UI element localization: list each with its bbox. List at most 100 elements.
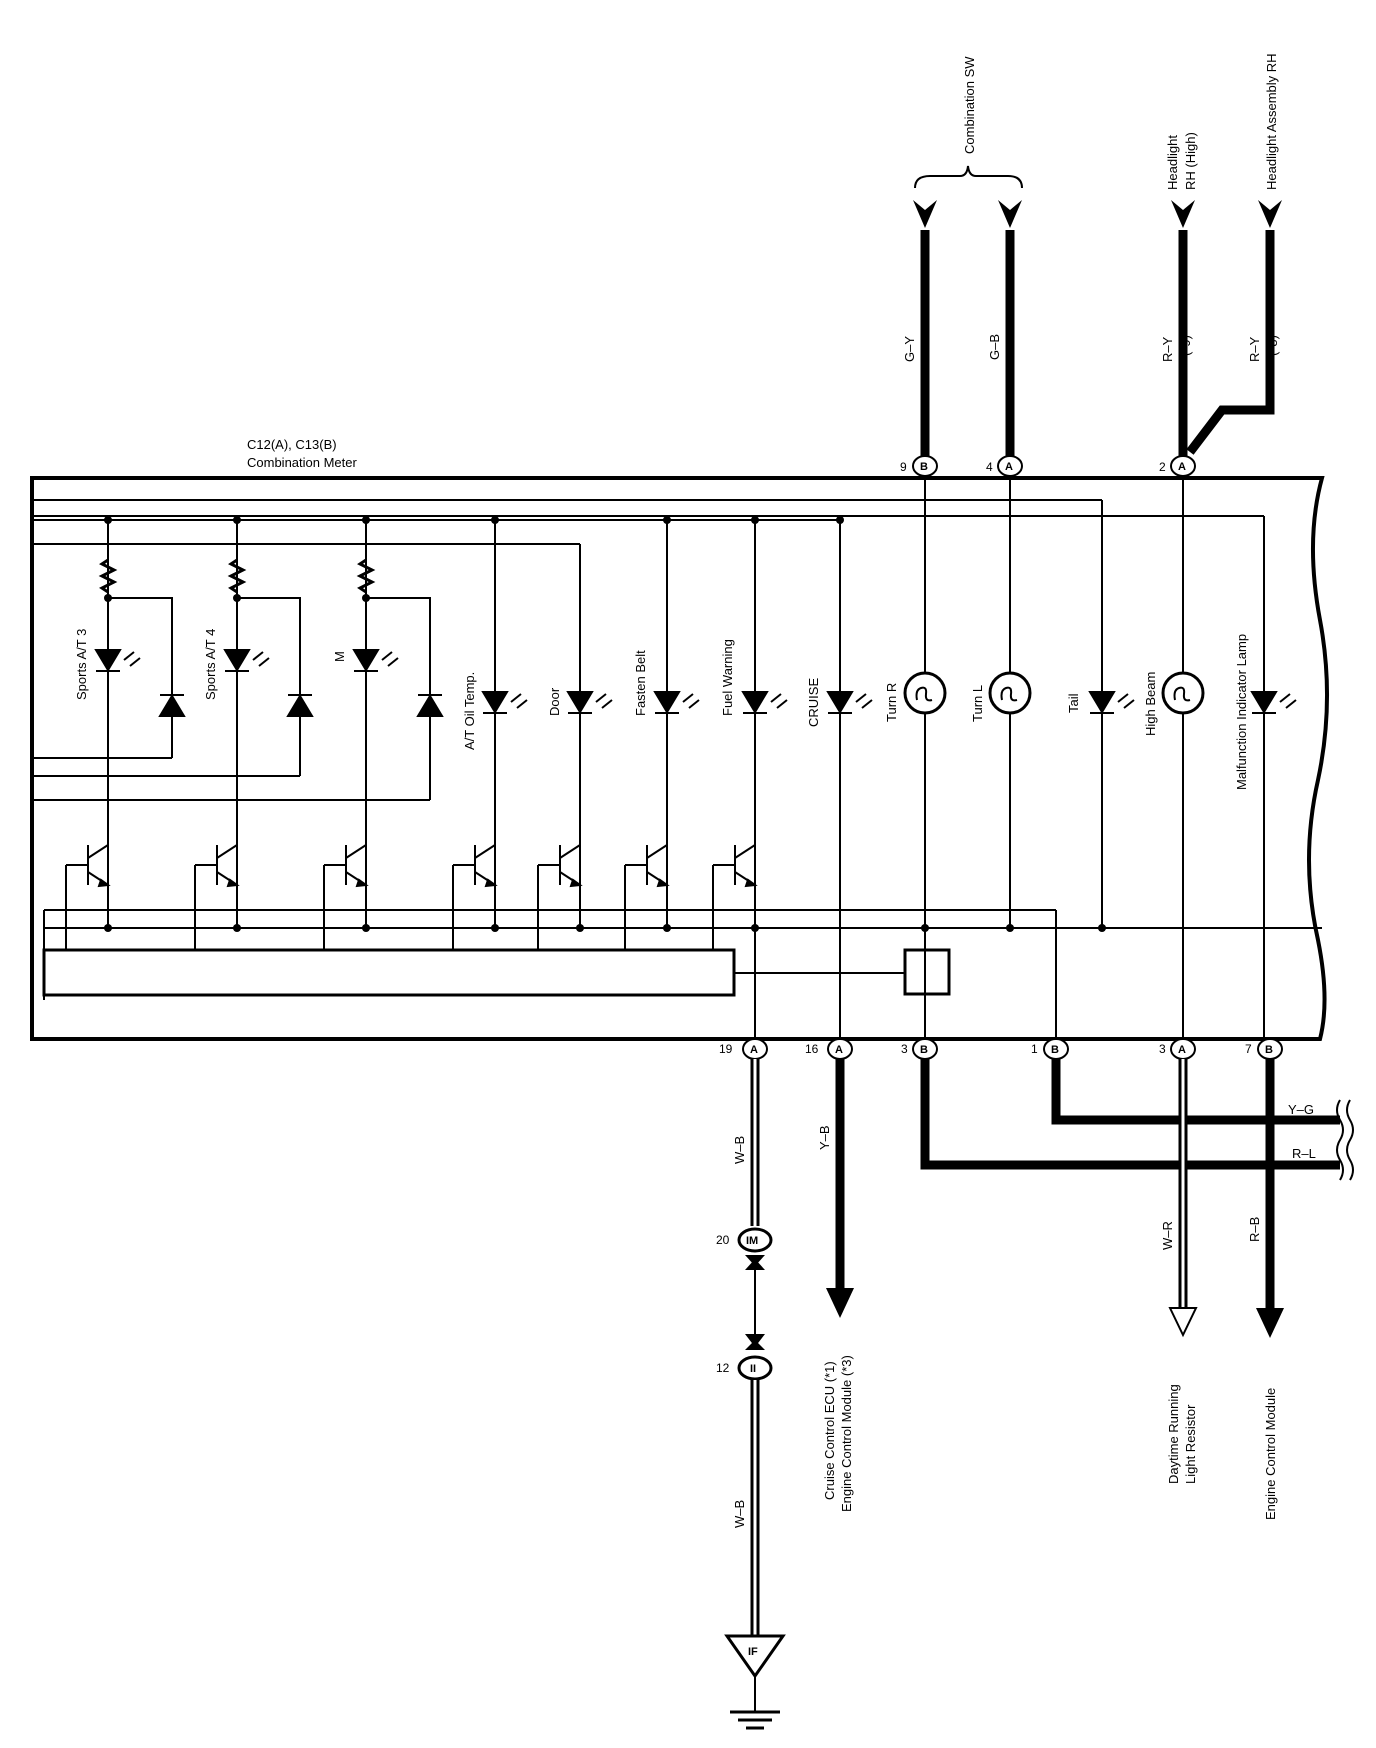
dest-cruise-2: Engine Control Module (*3) bbox=[839, 1355, 854, 1512]
svg-text:B: B bbox=[1265, 1044, 1273, 1056]
ground-icon: IF bbox=[724, 1634, 786, 1730]
wire-label-rl: R–L bbox=[1292, 1146, 1316, 1161]
led-symbols bbox=[94, 649, 1297, 714]
svg-text:B: B bbox=[1051, 1044, 1059, 1056]
diode-m-icon bbox=[416, 694, 444, 717]
led-door-icon bbox=[566, 691, 594, 714]
bulb-high-beam-icon bbox=[1161, 671, 1205, 715]
diode-sports3-icon bbox=[158, 694, 186, 717]
transistor-2-icon bbox=[194, 844, 240, 950]
combination-meter-box bbox=[30, 476, 1330, 1041]
top-arrows bbox=[913, 200, 1282, 228]
svg-text:II: II bbox=[750, 1363, 756, 1375]
svg-text:2: 2 bbox=[1159, 460, 1166, 474]
svg-text:A: A bbox=[1178, 461, 1186, 473]
svg-text:IF: IF bbox=[748, 1646, 758, 1658]
led-at-oil-icon bbox=[481, 691, 509, 714]
led-mil-icon bbox=[1250, 691, 1278, 714]
top-wires bbox=[920, 230, 1275, 462]
wire-label-wb: W–B bbox=[732, 1136, 747, 1164]
dest-combination-sw: Combination SW bbox=[962, 56, 977, 154]
dest-headlight-rh-2: RH (High) bbox=[1183, 132, 1198, 190]
resistors bbox=[98, 558, 376, 594]
svg-text:A: A bbox=[1005, 461, 1013, 473]
dest-headlight-assembly: Headlight Assembly RH bbox=[1264, 53, 1279, 190]
label-m: M bbox=[332, 651, 347, 662]
label-cruise: CRUISE bbox=[806, 678, 821, 727]
label-high-beam: High Beam bbox=[1143, 672, 1158, 736]
svg-text:1: 1 bbox=[1031, 1042, 1038, 1056]
diode-symbols bbox=[158, 694, 444, 717]
led-sports4-icon bbox=[223, 649, 251, 672]
wire-note-8: (*8) bbox=[1265, 335, 1280, 356]
junction-dots bbox=[104, 516, 1106, 932]
wire-label-wr: W–R bbox=[1160, 1221, 1175, 1250]
label-sports3: Sports A/T 3 bbox=[74, 629, 89, 700]
svg-text:3: 3 bbox=[901, 1042, 908, 1056]
component-id: C12(A), C13(B) bbox=[247, 437, 337, 452]
bulb-turn-l-icon bbox=[988, 671, 1032, 715]
wire-label-yg: Y–G bbox=[1288, 1102, 1314, 1117]
wire-label-gy: G–Y bbox=[902, 336, 917, 362]
wire-label-wb-lower: W–B bbox=[732, 1500, 747, 1528]
dest-headlight-rh-1: Headlight bbox=[1165, 135, 1180, 190]
svg-text:3: 3 bbox=[1159, 1042, 1166, 1056]
svg-text:20: 20 bbox=[716, 1233, 730, 1247]
bottom-arrows bbox=[826, 1288, 1284, 1338]
transistor-7-icon bbox=[712, 844, 758, 950]
label-door: Door bbox=[547, 687, 562, 716]
internal-bus-lines bbox=[32, 499, 1322, 1039]
lamp-columns bbox=[107, 520, 1265, 1039]
transistor-6-icon bbox=[624, 844, 670, 950]
bottom-connector-pins: 19 A 16 A 3 B 1 B 3 A 7 B bbox=[719, 1038, 1283, 1060]
wire-label-ry8: R–Y bbox=[1247, 336, 1262, 362]
transistor-3-icon bbox=[323, 844, 369, 950]
dest-drl-1: Daytime Running bbox=[1166, 1384, 1181, 1484]
combination-sw-brace bbox=[914, 165, 1023, 189]
led-cruise-icon bbox=[826, 691, 854, 714]
svg-text:A: A bbox=[835, 1044, 843, 1056]
led-m-icon bbox=[352, 649, 380, 672]
svg-text:A: A bbox=[1178, 1044, 1186, 1056]
wire-label-gb: G–B bbox=[987, 334, 1002, 360]
label-turn-r: Turn R bbox=[884, 683, 899, 722]
label-tail: Tail bbox=[1066, 693, 1081, 713]
svg-text:7: 7 bbox=[1245, 1042, 1252, 1056]
svg-text:9: 9 bbox=[900, 460, 907, 474]
transistor-1-icon bbox=[65, 844, 111, 950]
label-fasten-belt: Fasten Belt bbox=[633, 650, 648, 716]
led-tail-icon bbox=[1088, 691, 1116, 714]
svg-text:19: 19 bbox=[719, 1042, 733, 1056]
led-fuel-warning-icon bbox=[741, 691, 769, 714]
bulb-wires bbox=[924, 478, 1184, 1039]
wire-note-9: (*9) bbox=[1178, 335, 1193, 356]
dest-cruise-1: Cruise Control ECU (*1) bbox=[822, 1361, 837, 1500]
diode-sports4-icon bbox=[286, 694, 314, 717]
svg-text:IM: IM bbox=[746, 1235, 758, 1247]
svg-text:12: 12 bbox=[716, 1361, 730, 1375]
break-marks bbox=[1336, 1099, 1354, 1181]
bottom-wires bbox=[750, 1059, 1340, 1310]
label-turn-l: Turn L bbox=[970, 685, 985, 722]
dest-ecm: Engine Control Module bbox=[1263, 1388, 1278, 1520]
component-name: Combination Meter bbox=[247, 455, 357, 470]
junction-connectors: 20 IM 12 II bbox=[716, 1227, 773, 1381]
wire-label-yb: Y–B bbox=[817, 1125, 832, 1150]
led-fasten-belt-icon bbox=[653, 691, 681, 714]
svg-text:B: B bbox=[920, 461, 928, 473]
control-bus bbox=[42, 948, 951, 997]
wire-label-rb: R–B bbox=[1247, 1217, 1262, 1242]
wire-label-ry9: R–Y bbox=[1160, 336, 1175, 362]
bulb-symbols bbox=[903, 671, 1205, 715]
led-sports3-icon bbox=[94, 649, 122, 672]
label-sports4: Sports A/T 4 bbox=[203, 629, 218, 700]
transistors bbox=[65, 844, 758, 950]
svg-text:B: B bbox=[920, 1044, 928, 1056]
svg-text:16: 16 bbox=[805, 1042, 819, 1056]
transistor-5-icon bbox=[537, 844, 583, 950]
label-fuel-warning: Fuel Warning bbox=[720, 639, 735, 716]
svg-text:4: 4 bbox=[986, 460, 993, 474]
svg-text:A: A bbox=[750, 1044, 758, 1056]
bulb-turn-r-icon bbox=[903, 671, 947, 715]
